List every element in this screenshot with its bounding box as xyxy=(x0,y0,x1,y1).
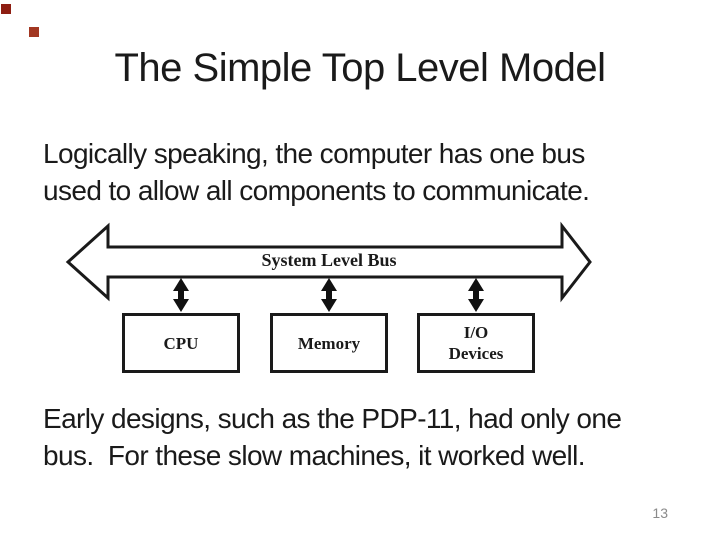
page-number: 13 xyxy=(652,505,668,521)
vertical-double-arrow-icon xyxy=(321,278,337,312)
paragraph-intro-line: used to allow all components to communic… xyxy=(43,175,590,206)
system-bus-label: System Level Bus xyxy=(261,250,397,270)
vertical-double-arrow-icon xyxy=(468,278,484,312)
memory-box-label: Memory xyxy=(297,333,361,353)
slide-title: The Simple Top Level Model xyxy=(114,46,606,90)
paragraph-history-line: bus. For these slow machines, it worked … xyxy=(43,440,586,471)
vertical-double-arrow-icon xyxy=(173,278,189,312)
paragraph-intro-line: Logically speaking, the computer has one… xyxy=(43,138,585,169)
memory-box: Memory xyxy=(270,313,388,373)
io-devices-box: I/O Devices xyxy=(417,313,535,373)
decor-square-icon xyxy=(1,4,11,14)
io-devices-box-label-line2: Devices xyxy=(448,344,504,363)
decor-square-icon xyxy=(29,27,39,37)
io-devices-box-label: I/O xyxy=(463,323,489,342)
cpu-box-label: CPU xyxy=(163,333,199,353)
cpu-box: CPU xyxy=(122,313,240,373)
paragraph-history-line: Early designs, such as the PDP-11, had o… xyxy=(43,403,622,434)
paragraph-intro: Logically speaking, the computer has one… xyxy=(43,135,590,209)
paragraph-history: Early designs, such as the PDP-11, had o… xyxy=(43,400,622,474)
